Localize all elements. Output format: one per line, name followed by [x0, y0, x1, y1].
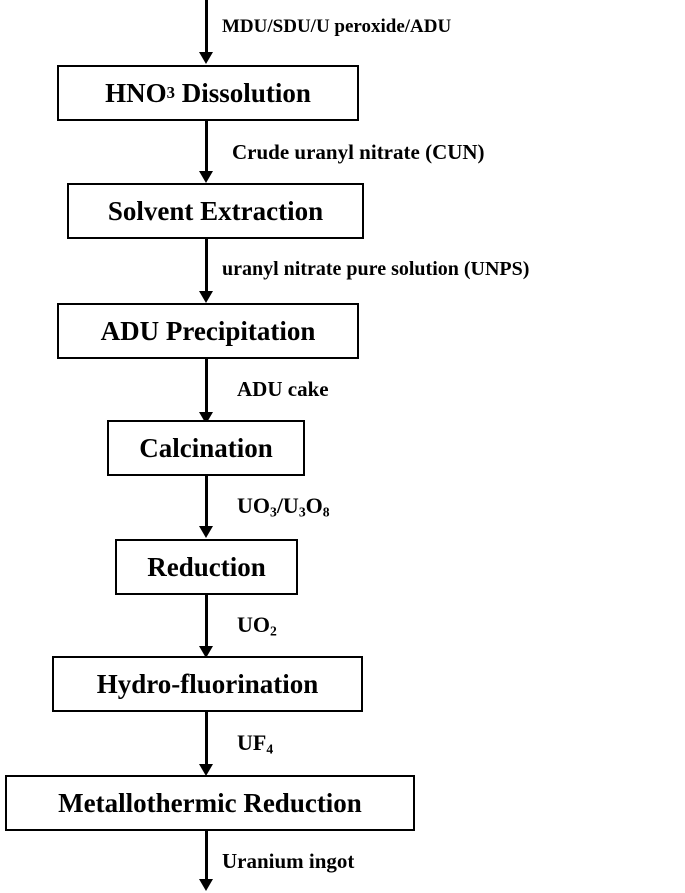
u3o8-sub-3: 3 — [298, 504, 306, 520]
uo3-base: UO — [237, 493, 270, 518]
intermediate-unps: uranyl nitrate pure solution (UNPS) — [222, 258, 530, 280]
step-reduction-label: Reduction — [147, 551, 266, 582]
step-calcination: Calcination — [107, 420, 305, 476]
input-label: MDU/SDU/U peroxide/ADU — [222, 16, 452, 37]
step-hydro-fluorination-label: Hydro-fluorination — [96, 668, 319, 699]
step-hydro-fluorination: Hydro-fluorination — [52, 656, 363, 712]
step-metallothermic-reduction-label: Metallothermic Reduction — [58, 787, 362, 818]
u3o8-o: O — [305, 493, 323, 518]
step-solvent-extraction: Solvent Extraction — [67, 183, 364, 239]
intermediate-uo3-u3o8: UO3/U3O8 — [237, 493, 330, 520]
uo2-base: UO — [237, 612, 270, 637]
uf4-sub: 4 — [266, 741, 274, 757]
step-solvent-extraction-label: Solvent Extraction — [107, 195, 324, 226]
uo2-sub: 2 — [270, 623, 277, 639]
step-hno3-name: HNO — [105, 77, 167, 108]
intermediate-adu-cake: ADU cake — [237, 377, 329, 401]
intermediate-uo2: UO2 — [237, 612, 277, 639]
intermediate-cun: Crude uranyl nitrate (CUN) — [232, 140, 485, 164]
step-reduction: Reduction — [115, 539, 298, 595]
u3o8-u: /U — [276, 493, 299, 518]
step-calcination-label: Calcination — [139, 432, 273, 463]
intermediate-uf4: UF4 — [237, 730, 274, 757]
step-hno3-rest: Dissolution — [175, 77, 311, 108]
u3o8-sub-8: 8 — [322, 504, 330, 520]
step-adu-precipitation: ADU Precipitation — [57, 303, 359, 359]
uf4-base: UF — [237, 730, 267, 755]
output-label: Uranium ingot — [222, 849, 355, 873]
step-adu-precipitation-label: ADU Precipitation — [100, 315, 316, 346]
step-metallothermic-reduction: Metallothermic Reduction — [5, 775, 415, 831]
uo3-sub: 3 — [270, 504, 277, 520]
